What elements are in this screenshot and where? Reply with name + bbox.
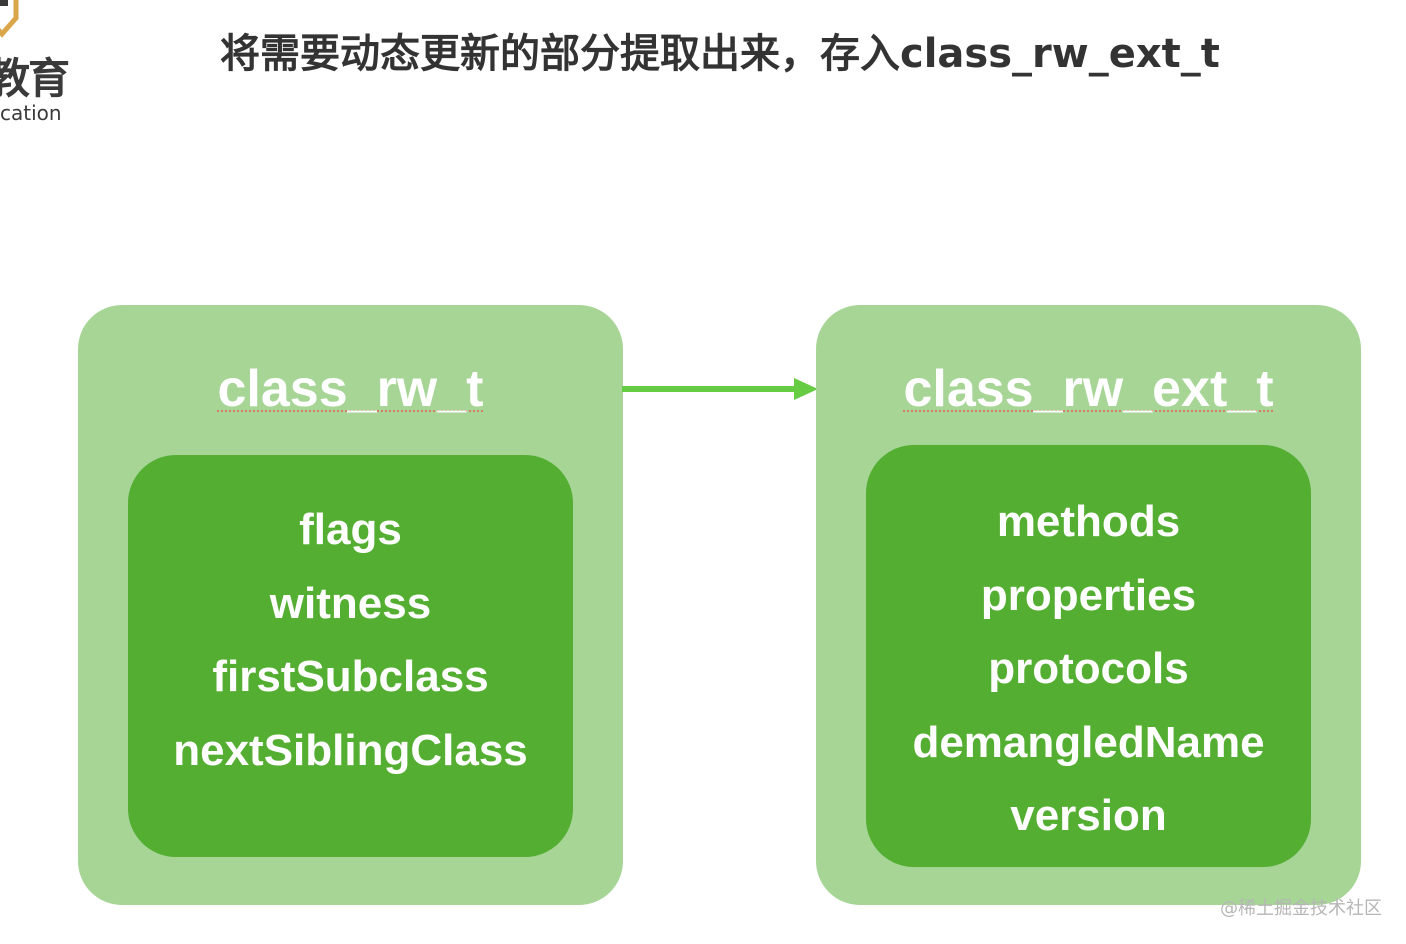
class-rw-ext-t-field-list: methods properties protocols demangledNa… [866, 485, 1311, 853]
logo-text-cn: 教育 [0, 54, 70, 103]
class-rw-t-fields-panel: flags witness firstSubclass nextSiblingC… [128, 455, 573, 857]
class-rw-ext-t-fields-panel: methods properties protocols demangledNa… [866, 445, 1311, 867]
extract-arrow-icon [622, 378, 818, 400]
field-version: version [1010, 791, 1167, 840]
class-rw-t-field-list: flags witness firstSubclass nextSiblingC… [128, 493, 573, 787]
source-watermark: @稀土掘金技术社区 [1220, 898, 1382, 919]
field-flags: flags [299, 505, 402, 554]
field-demangled-name: demangledName [912, 717, 1265, 767]
logo-text-en: cation [0, 101, 62, 125]
field-properties: properties [980, 570, 1197, 620]
logo-mark-icon [0, 0, 19, 38]
class-rw-t-title: class_rw_t [217, 360, 484, 418]
field-witness: witness [269, 578, 432, 628]
brand-logo: 教育 cation [0, 0, 80, 130]
field-first-subclass: firstSubclass [212, 652, 489, 701]
field-next-sibling-class: nextSiblingClass [173, 725, 528, 775]
class-rw-ext-t-title: class_rw_ext_t [903, 360, 1274, 418]
field-protocols: protocols [988, 644, 1189, 693]
field-methods: methods [996, 497, 1181, 546]
class-rw-ext-t-box: class_rw_ext_t methods properties protoc… [816, 305, 1361, 905]
class-rw-t-box: class_rw_t flags witness firstSubclass n… [78, 305, 623, 905]
page-title: 将需要动态更新的部分提取出来，存入class_rw_ext_t [220, 31, 1220, 77]
